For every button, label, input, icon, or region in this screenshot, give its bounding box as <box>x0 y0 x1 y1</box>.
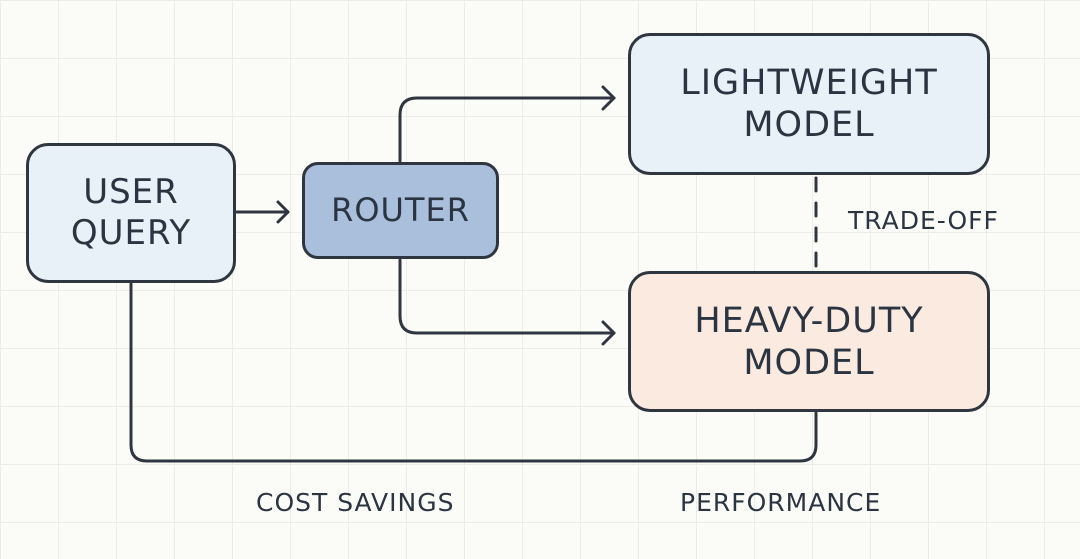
router-label: ROUTER <box>331 191 470 230</box>
arrowhead-user-to-router <box>276 200 290 224</box>
arrowhead-router-to-lightweight <box>601 85 616 111</box>
lightweight-model-label: LIGHTWEIGHT MODEL <box>680 63 938 145</box>
router-node: ROUTER <box>302 162 499 259</box>
arrow-router-to-heavy <box>398 258 616 335</box>
arrowhead-router-to-heavy <box>601 320 616 346</box>
lightweight-model-node: LIGHTWEIGHT MODEL <box>628 33 990 175</box>
cost-savings-label: COST SAVINGS <box>256 488 455 517</box>
user-query-node: USER QUERY <box>26 143 236 283</box>
heavy-duty-model-node: HEAVY-DUTY MODEL <box>628 271 990 412</box>
trade-off-label: TRADE-OFF <box>848 206 999 235</box>
user-query-label: USER QUERY <box>70 172 192 253</box>
cost-performance-loop <box>129 282 818 463</box>
arrow-router-to-lightweight <box>398 96 616 163</box>
heavy-duty-model-label: HEAVY-DUTY MODEL <box>694 300 924 383</box>
performance-label: PERFORMANCE <box>680 488 882 517</box>
